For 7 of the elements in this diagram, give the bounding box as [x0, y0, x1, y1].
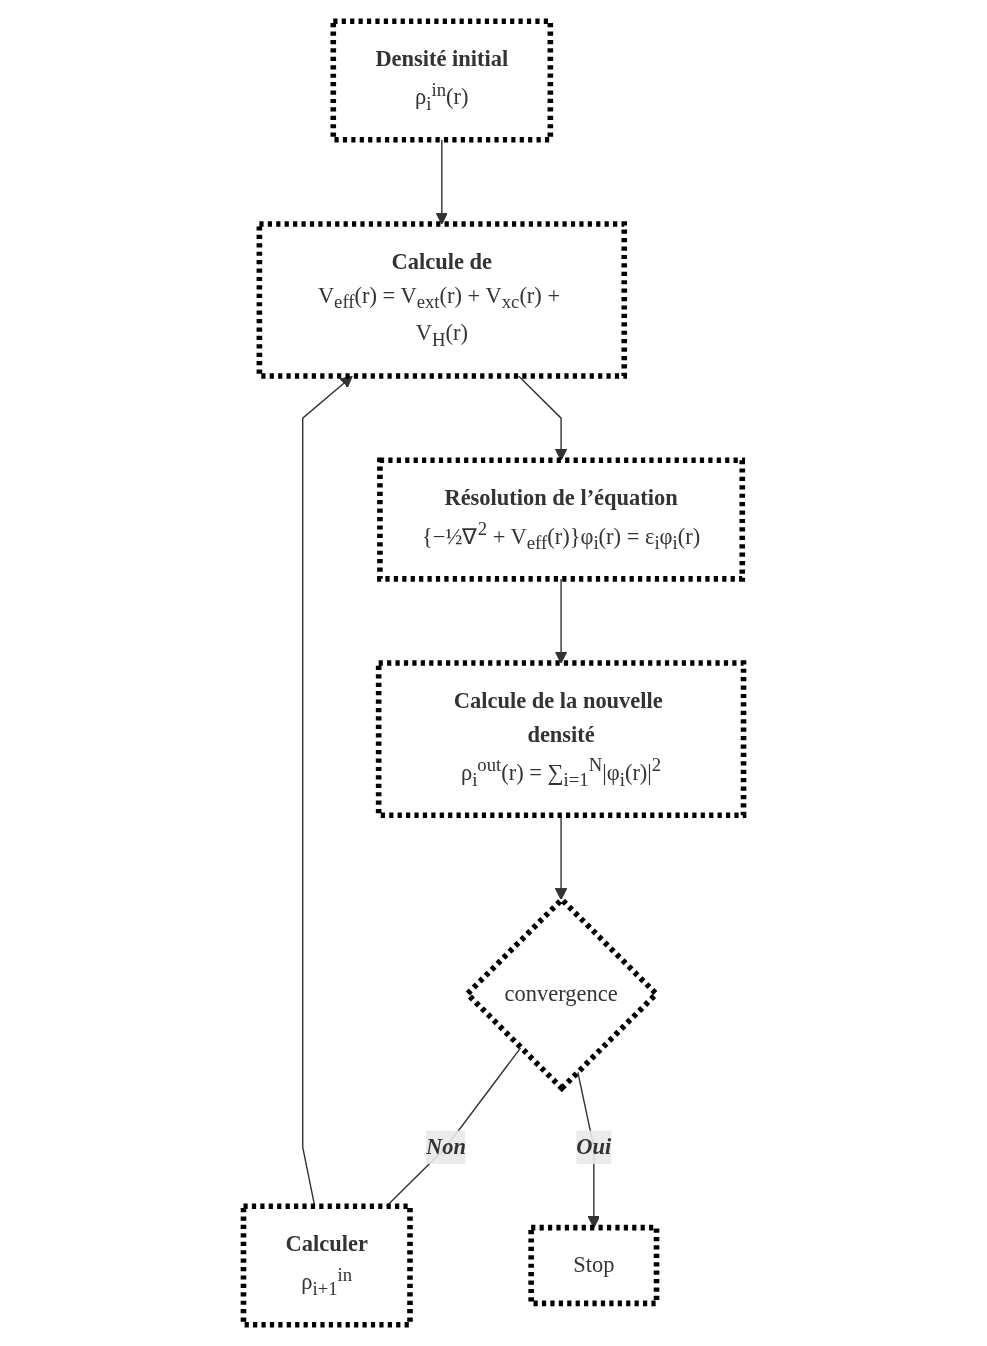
edge-label: Non: [426, 1134, 466, 1159]
edge-label: Oui: [576, 1134, 612, 1159]
node-box: Stop: [528, 1224, 660, 1307]
node-box: Densité initial ρ$_{i}$$^{in}$(r): [330, 18, 554, 143]
node-box: Résolution de l’équation {−½∇$^{2}$ + V$_{eff}$(r)}φ$_{i}$(r) = ε$_{i}$φ$_{i}$(r): [377, 457, 746, 582]
node-box: Calcule de V$_{eff}$(r) = V$_{ext}$(r) + V$_{xc}$(r) + V$_{H}$(r): [256, 221, 628, 379]
node-box: Calcule de la nouvelle densité ρ$_{i}$$^{out}$(r) = ∑$_{i=1}$$^{N}$|φ$_{i}$(r)|$^{2}$: [375, 660, 747, 819]
